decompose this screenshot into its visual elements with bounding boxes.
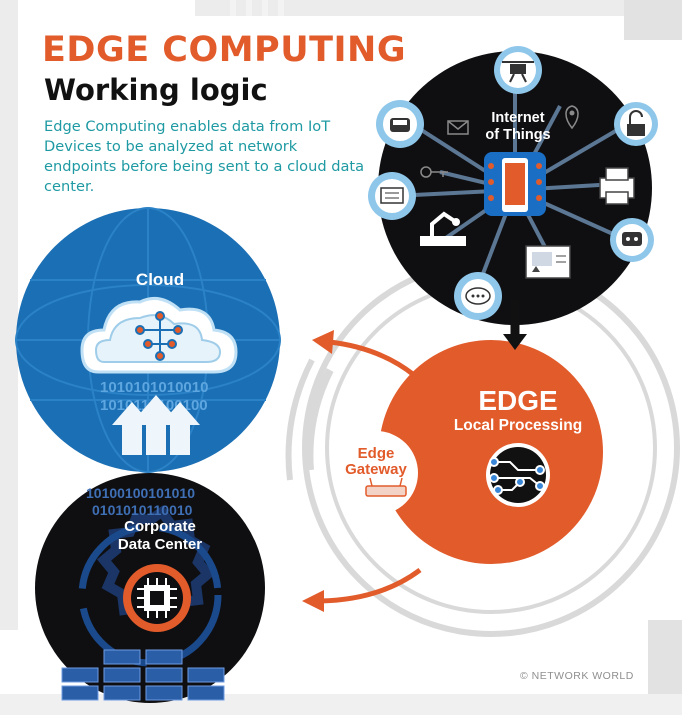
envelope-icon bbox=[447, 120, 469, 135]
smartphone-icon bbox=[484, 152, 546, 216]
robot-icon bbox=[610, 218, 654, 262]
datacenter-binary-1: 10100100101010 bbox=[86, 485, 195, 501]
edge-node bbox=[379, 340, 603, 564]
cloud-label: Cloud bbox=[136, 270, 184, 289]
robot-arm-icon bbox=[420, 211, 466, 246]
datacenter-label-line2: Data Center bbox=[118, 536, 202, 553]
chip-icon bbox=[123, 564, 191, 632]
cloud-binary-1: 1010101010010 bbox=[100, 379, 208, 396]
gateway-label-line1: Edge bbox=[358, 445, 395, 462]
iot-label-line2: of Things bbox=[485, 127, 550, 143]
circuit-icon bbox=[486, 443, 550, 507]
iot-label-line1: Internet bbox=[491, 110, 544, 126]
page-title: EDGE COMPUTING bbox=[42, 30, 407, 70]
datacenter-label-line1: Corporate bbox=[124, 518, 196, 535]
autonomous-car-icon bbox=[376, 100, 424, 148]
datacenter-binary-2: 0101010110010 bbox=[92, 502, 193, 518]
edge-subtitle: Local Processing bbox=[454, 417, 582, 434]
monitor-icon bbox=[368, 172, 416, 220]
description-text: Edge Computing enables data from IoT Dev… bbox=[44, 118, 365, 195]
flow-arrows bbox=[302, 300, 527, 612]
upload-arrows-icon bbox=[112, 395, 200, 455]
key-icon bbox=[420, 166, 448, 178]
circuit-icon bbox=[135, 311, 183, 361]
page-subtitle: Working logic bbox=[44, 73, 268, 107]
gateway-label-line2: Gateway bbox=[345, 461, 407, 478]
server-icon bbox=[61, 649, 225, 701]
drone-icon bbox=[494, 46, 542, 94]
edge-title: EDGE bbox=[478, 385, 557, 416]
printer-icon bbox=[599, 167, 635, 205]
chat-icon bbox=[454, 272, 502, 320]
router-icon bbox=[365, 477, 407, 497]
media-icon bbox=[525, 245, 571, 279]
location-pin-icon bbox=[565, 105, 579, 130]
copyright-text: © NETWORK WORLD bbox=[520, 670, 634, 682]
lock-icon bbox=[614, 102, 658, 146]
